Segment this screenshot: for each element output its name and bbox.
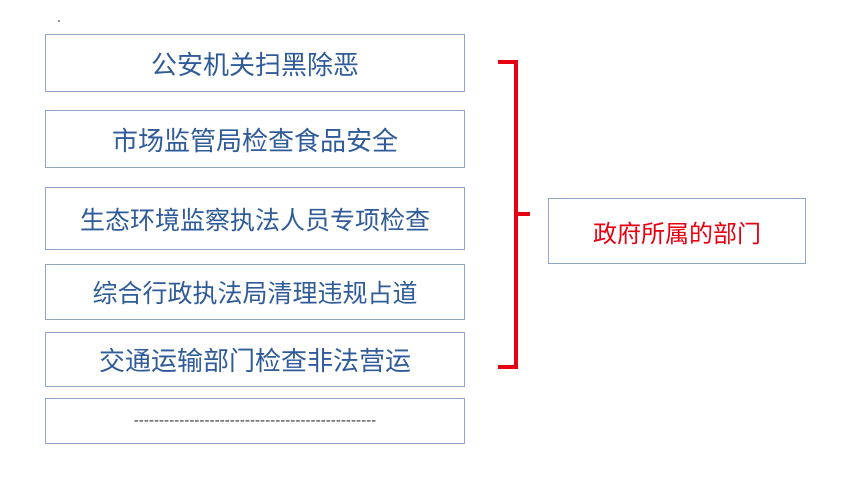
dept-label: 综合行政执法局清理违规占道 (92, 279, 418, 308)
summary-label: 政府所属的部门 (593, 219, 761, 248)
dept-box-market-regulation: 市场监管局检查食品安全 (45, 110, 465, 168)
dept-box-public-security: 公安机关扫黑除恶 (45, 34, 465, 92)
dept-label: 市场监管局检查食品安全 (111, 126, 398, 157)
stray-dot-mark (58, 20, 60, 22)
dept-label: 公安机关扫黑除恶 (150, 50, 359, 81)
dept-label: 交通运输部门检查非法营运 (98, 347, 411, 377)
dept-label: 生态环境监察执法人员专项检查 (79, 205, 430, 235)
dept-box-transport: 交通运输部门检查非法营运 (45, 332, 465, 387)
dept-box-law-enforcement: 综合行政执法局清理违规占道 (45, 264, 465, 320)
ellipsis-dashes: ----------------------------------------… (133, 413, 377, 429)
summary-box-government-departments: 政府所属的部门 (548, 198, 806, 264)
dept-box-ecology-environment: 生态环境监察执法人员专项检查 (45, 187, 465, 250)
dept-box-ellipsis: ----------------------------------------… (45, 398, 465, 444)
